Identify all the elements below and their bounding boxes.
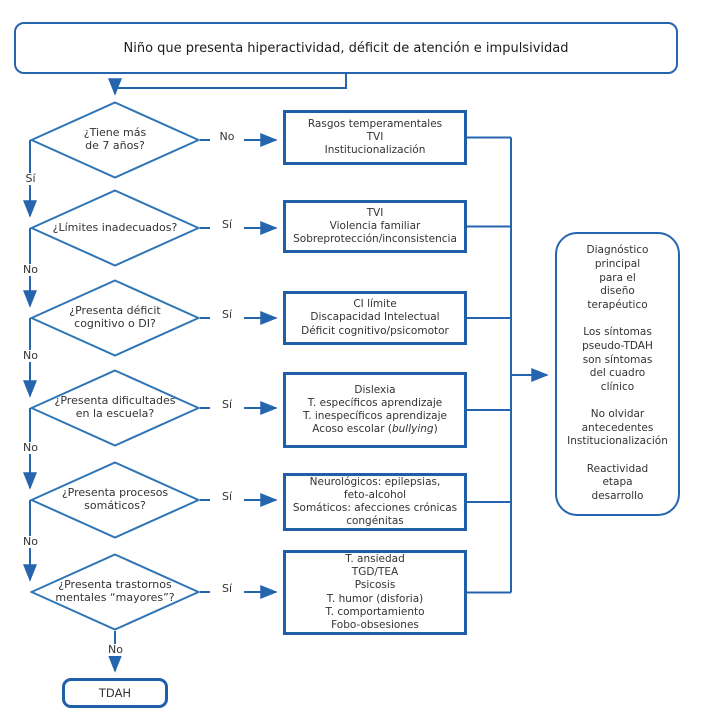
decision-label: ¿Presenta déficit cognitivo o DI? — [69, 304, 161, 330]
answer-label-right-1: No — [210, 130, 244, 144]
answer-label-down-3: No — [17, 349, 44, 363]
answer-label-down-4: No — [17, 441, 44, 455]
result-box-text: CI límite Discapacidad Intelectual Défic… — [301, 298, 449, 337]
answer-label-down-5: No — [17, 535, 44, 549]
decision-label: ¿Presenta procesos somáticos? — [61, 486, 169, 512]
answer-label-right-4: Sí — [210, 398, 244, 412]
decision-node-somatic-processes: ¿Presenta procesos somáticos? — [30, 461, 200, 539]
decision-node-age: ¿Tiene más de 7 años? — [30, 101, 200, 179]
answer-label-down-2: No — [17, 263, 44, 277]
side-note-text: Diagnóstico principal para el diseño ter… — [567, 244, 668, 502]
answer-label-right-5: Sí — [210, 490, 244, 504]
result-box-temperamental: Rasgos temperamentales TVI Institucional… — [283, 110, 467, 165]
decision-label: ¿Presenta trastornos mentales “mayores”? — [55, 578, 175, 604]
decision-node-limits: ¿Límites inadecuados? — [30, 189, 200, 267]
result-box-text: TVI Violencia familiar Sobreprotección/i… — [293, 206, 457, 246]
diamond-shape-icon — [30, 279, 200, 357]
result-box-text: T. ansiedad TGD/TEA Psicosis T. humor (d… — [325, 553, 425, 631]
final-node-tdah: TDAH — [62, 678, 168, 708]
decision-label: ¿Presenta dificultades en la escuela? — [54, 394, 176, 420]
result-box-somatic: Neurológicos: epilepsias, feto-alcohol S… — [283, 473, 467, 531]
final-node-label: TDAH — [98, 686, 132, 700]
diamond-shape-icon — [30, 553, 200, 631]
result-box-mental-disorders: T. ansiedad TGD/TEA Psicosis T. humor (d… — [283, 550, 467, 635]
diamond-shape-icon — [30, 461, 200, 539]
result-box-family: TVI Violencia familiar Sobreprotección/i… — [283, 200, 467, 253]
decision-label: ¿Tiene más de 7 años? — [83, 126, 147, 152]
result-box-text: Rasgos temperamentales TVI Institucional… — [307, 117, 443, 157]
side-note-box: Diagnóstico principal para el diseño ter… — [555, 232, 680, 516]
answer-label-right-6: Sí — [210, 582, 244, 596]
result-box-school: Dislexia T. específicos aprendizaje T. i… — [283, 372, 467, 448]
result-box-text: Neurológicos: epilepsias, feto-alcohol S… — [292, 475, 458, 528]
diamond-shape-icon — [30, 101, 200, 179]
decision-node-school-difficulties: ¿Presenta dificultades en la escuela? — [30, 369, 200, 447]
answer-label-down-6: No — [102, 643, 129, 657]
answer-label-down-1: Sí — [19, 172, 42, 186]
diamond-shape-icon — [30, 369, 200, 447]
diamond-shape-icon — [30, 189, 200, 267]
decision-node-cognitive-deficit: ¿Presenta déficit cognitivo o DI? — [30, 279, 200, 357]
answer-label-right-3: Sí — [210, 308, 244, 322]
start-node-label: Niño que presenta hiperactividad, défici… — [123, 40, 569, 56]
decision-node-major-mental-disorders: ¿Presenta trastornos mentales “mayores”? — [30, 553, 200, 631]
start-node: Niño que presenta hiperactividad, défici… — [14, 22, 678, 74]
result-box-intellectual: CI límite Discapacidad Intelectual Défic… — [283, 291, 467, 345]
result-box-text-bullying-line: Acoso escolar (bullying) — [312, 423, 438, 436]
decision-label: ¿Límites inadecuados? — [52, 220, 178, 234]
answer-label-right-2: Sí — [210, 218, 244, 232]
result-box-text: Dislexia T. específicos aprendizaje T. i… — [303, 383, 447, 422]
